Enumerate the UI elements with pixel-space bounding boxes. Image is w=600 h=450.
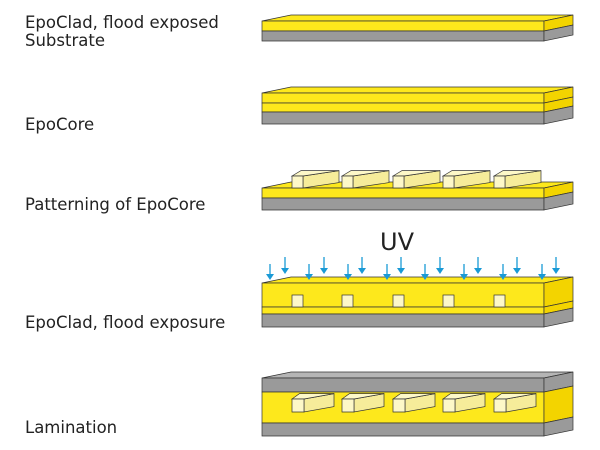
stack-3-layer-0: [261, 187, 545, 199]
core-cross-section-0: [291, 294, 304, 308]
ridge-2-front: [392, 175, 405, 189]
uv-arrow-icon: [305, 264, 313, 280]
uv-arrow-icon: [344, 264, 352, 280]
label-lamination: Lamination: [25, 418, 118, 437]
label-patterning: Patterning of EpoCore: [25, 195, 206, 214]
stack-5-top-face: [261, 371, 574, 379]
uv-arrow-icon: [358, 257, 366, 274]
laminated-core-4-front: [493, 398, 507, 413]
ridge-0-front: [291, 175, 304, 189]
uv-arrow-icon: [460, 264, 468, 280]
stack-5-layer-0: [261, 377, 545, 393]
uv-label: UV: [380, 228, 414, 256]
stack-1-layer-0: [261, 20, 545, 32]
stack-2-top-face: [261, 86, 574, 94]
stack-5-side-1: [543, 385, 574, 424]
stack-3-layer-1: [261, 197, 545, 211]
stack-3-side-1: [543, 191, 574, 211]
uv-arrow-icon: [552, 257, 560, 274]
stack-1-layer-1: [261, 30, 545, 42]
stack-4-side-2: [543, 307, 574, 328]
uv-arrow-icon: [538, 264, 546, 280]
core-cross-section-4: [493, 294, 506, 308]
uv-arrow-icon: [383, 264, 391, 280]
laminated-core-0-front: [291, 398, 305, 413]
uv-arrow-icon: [474, 257, 482, 274]
label-substrate: Substrate: [25, 31, 105, 50]
stack-5-side-2: [543, 416, 574, 437]
laminated-core-1-front: [341, 398, 355, 413]
label-epocore: EpoCore: [25, 115, 95, 134]
uv-arrow-icon: [266, 264, 274, 280]
stack-2-side-2: [543, 105, 574, 125]
stack-4-layer-1: [261, 306, 545, 315]
ridge-1-front: [341, 175, 354, 189]
core-cross-section-2: [392, 294, 405, 308]
ridge-3-front: [442, 175, 455, 189]
stack-2-layer-0: [261, 92, 545, 104]
stack-1-top-face: [261, 14, 574, 22]
uv-arrow-icon: [320, 257, 328, 274]
label-epoclad-flood-exposed: EpoClad, flood exposed: [25, 13, 219, 32]
stack-5-layer-2: [261, 422, 545, 437]
label-epoclad-flood-exposure: EpoClad, flood exposure: [25, 313, 226, 332]
stack-2-layer-1: [261, 102, 545, 113]
uv-arrow-icon: [436, 257, 444, 274]
core-cross-section-3: [442, 294, 455, 308]
ridge-4-front: [493, 175, 506, 189]
laminated-core-3-front: [442, 398, 456, 413]
core-cross-section-1: [341, 294, 354, 308]
uv-arrow-icon: [513, 257, 521, 274]
uv-arrow-icon: [421, 264, 429, 280]
uv-arrow-icon: [281, 257, 289, 274]
stack-1-side-1: [543, 24, 574, 42]
laminated-core-2-front: [392, 398, 406, 413]
uv-arrow-icon: [499, 264, 507, 280]
stack-2-layer-2: [261, 111, 545, 125]
stack-4-layer-2: [261, 313, 545, 328]
uv-arrow-icon: [397, 257, 405, 274]
